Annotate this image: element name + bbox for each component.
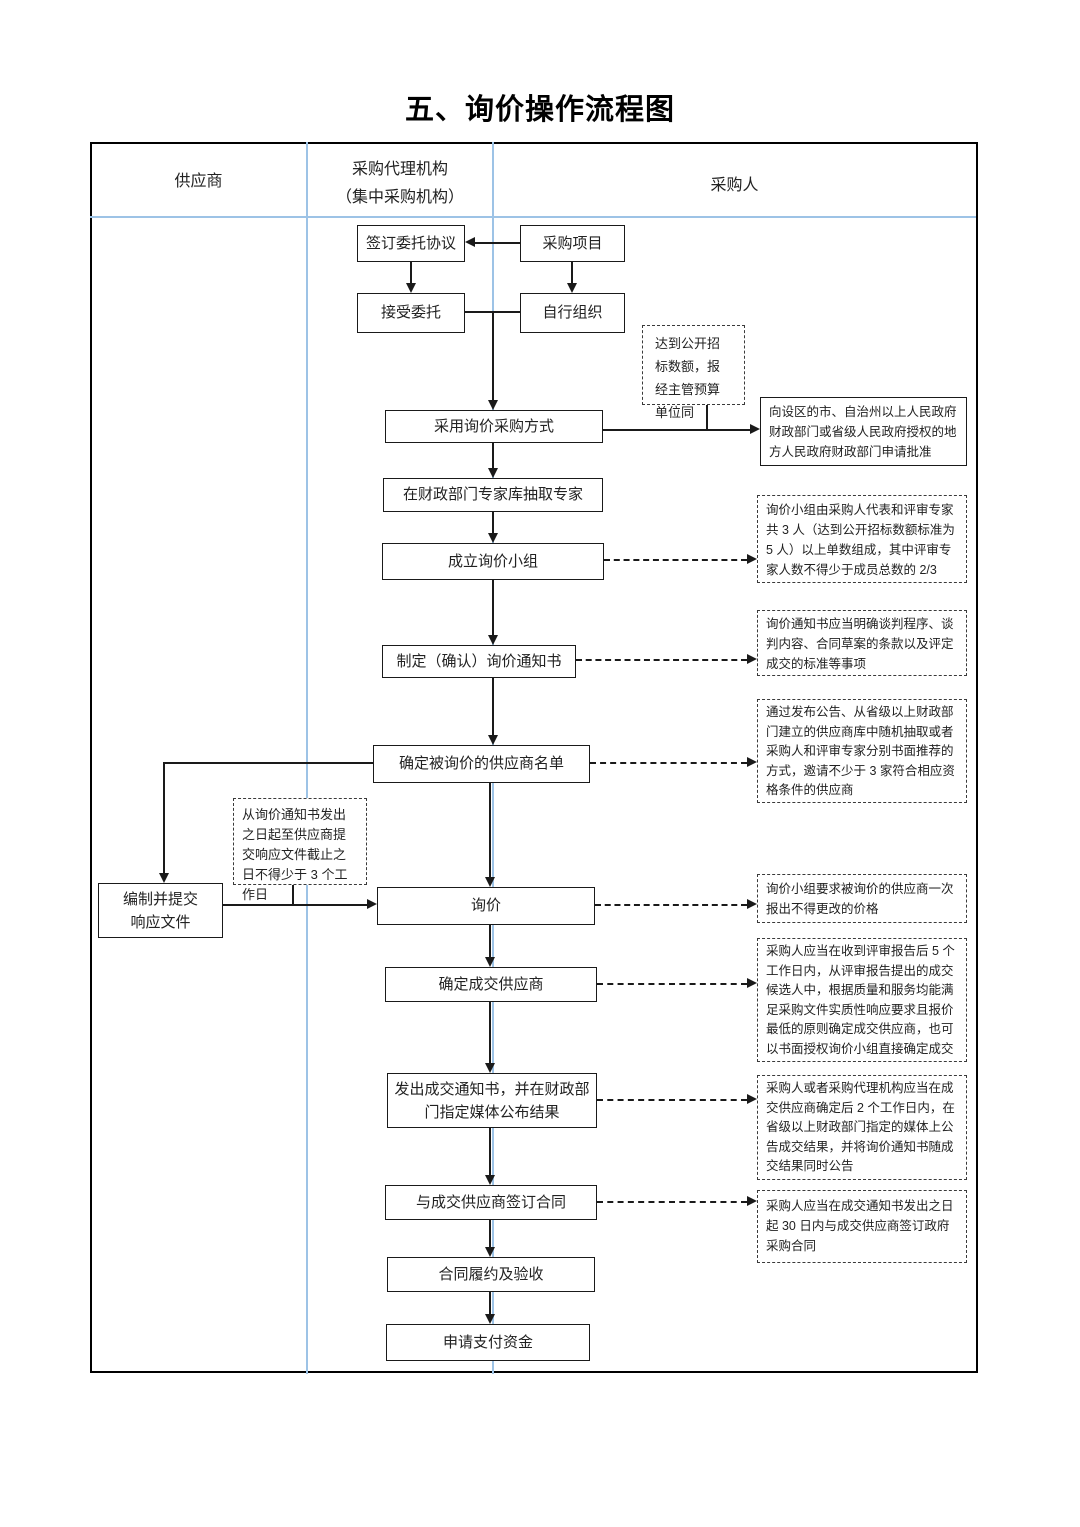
dashed-arrow-announce-rule-head bbox=[747, 1094, 757, 1104]
arrow-contract-to-acceptance-line bbox=[489, 1220, 491, 1247]
dashed-arrow-invite-rule-line bbox=[590, 762, 747, 764]
note-result-announcement: 采购人或者采购代理机构应当在成交供应商确定后 2 个工作日内，在省级以上财政部门… bbox=[757, 1075, 967, 1180]
step-determine-supplier-list: 确定被询价的供应商名单 bbox=[373, 745, 590, 783]
step-determine-winner: 确定成交供应商 bbox=[385, 967, 597, 1002]
arrow-inquiry-to-winner-line bbox=[489, 925, 491, 957]
step-prepare-response-line1: 编制并提交 bbox=[122, 890, 198, 908]
arrow-acceptance-to-payment-head bbox=[485, 1314, 495, 1324]
note-approval-authority: 向设区的市、自治州以上人民政府财政部门或省级人民政府授权的地方人民政府财政部门申… bbox=[760, 397, 967, 466]
arrow-project-to-self-head bbox=[567, 283, 577, 293]
arrow-experts-to-group-head bbox=[488, 533, 498, 543]
dashed-arrow-invite-rule-head bbox=[747, 757, 757, 767]
arrow-list-to-inquiry-line bbox=[489, 783, 491, 877]
step-adopt-inquiry-method: 采用询价采购方式 bbox=[385, 410, 603, 443]
arrow-announce-to-contract-line bbox=[489, 1128, 491, 1175]
step-sign-contract: 与成交供应商签订合同 bbox=[385, 1185, 597, 1220]
arrow-sign-to-accept-line bbox=[410, 262, 412, 283]
connector-threshold-note bbox=[706, 405, 708, 429]
arrow-contract-to-acceptance-head bbox=[485, 1247, 495, 1257]
dashed-arrow-notice-rule-line bbox=[576, 659, 747, 661]
step-issue-award-notice: 发出成交通知书，并在财政部门指定媒体公布结果 bbox=[387, 1073, 597, 1128]
arrow-notice-to-list-head bbox=[488, 735, 498, 745]
dashed-arrow-winner-rule-head bbox=[747, 978, 757, 988]
arrow-winner-to-announce-head bbox=[485, 1063, 495, 1073]
step-accept-entrustment: 接受委托 bbox=[357, 293, 465, 333]
arrow-adopt-to-experts-line bbox=[492, 443, 494, 468]
note-response-deadline: 从询价通知书发出之日起至供应商提交响应文件截止之日不得少于 3 个工作日 bbox=[233, 798, 367, 902]
page-title: 五、询价操作流程图 bbox=[404, 94, 675, 126]
note-contract-signing: 采购人应当在成交通知书发出之日起 30 日内与成交供应商签订政府采购合同 bbox=[757, 1190, 967, 1263]
step-prepare-response-line2: 响应文件 bbox=[130, 913, 191, 931]
step-make-inquiry-notice: 制定（确认）询价通知书 bbox=[382, 645, 576, 678]
arrow-to-response-head bbox=[159, 873, 169, 883]
step-self-organize: 自行组织 bbox=[520, 293, 625, 333]
dashed-arrow-announce-rule-line bbox=[597, 1099, 747, 1101]
note-notice-content: 询价通知书应当明确谈判程序、谈判内容、合同草案的条款以及评定成交的标准等事项 bbox=[757, 610, 967, 676]
arrow-to-response-line bbox=[163, 762, 165, 873]
step-sign-agreement: 签订委托协议 bbox=[357, 225, 465, 262]
arrow-adopt-to-experts-head bbox=[488, 468, 498, 478]
note-group-composition: 询价小组由采购人代表和评审专家共 3 人（达到公开招标数额标准为 5 人）以上单… bbox=[757, 495, 967, 583]
dashed-arrow-quote-rule-head bbox=[747, 899, 757, 909]
step-apply-payment: 申请支付资金 bbox=[386, 1324, 590, 1361]
lane-header-agency: 采购代理机构 （集中采购机构） bbox=[307, 156, 493, 212]
lane-divider-left bbox=[306, 142, 308, 1374]
arrow-sign-to-accept-head bbox=[406, 283, 416, 293]
arrow-group-to-notice-head bbox=[488, 635, 498, 645]
lane-header-agency-line2: （集中采购机构） bbox=[335, 189, 464, 206]
swimlane-frame bbox=[90, 142, 978, 1373]
step-prepare-response: 编制并提交 响应文件 bbox=[98, 883, 223, 938]
arrow-adopt-to-approval-line bbox=[603, 429, 751, 431]
note-supplier-invitation: 通过发布公告、从省级以上财政部门建立的供应商库中随机抽取或者采购人和评审专家分别… bbox=[757, 699, 967, 803]
dashed-arrow-group-rule-head bbox=[747, 554, 757, 564]
lane-header-supplier: 供应商 bbox=[174, 173, 223, 190]
arrow-experts-to-group-line bbox=[492, 512, 494, 533]
step-extract-experts: 在财政部门专家库抽取专家 bbox=[383, 478, 603, 512]
header-divider bbox=[90, 216, 976, 218]
arrow-to-adopt-head bbox=[488, 400, 498, 410]
dashed-arrow-notice-rule-head bbox=[747, 654, 757, 664]
dashed-arrow-winner-rule-line bbox=[597, 983, 747, 985]
dashed-arrow-group-rule-line bbox=[604, 559, 747, 561]
arrow-project-to-sign-head bbox=[465, 237, 475, 247]
arrow-project-to-sign-line bbox=[475, 242, 520, 244]
note-single-quote: 询价小组要求被询价的供应商一次报出不得更改的价格 bbox=[757, 874, 967, 923]
arrow-response-to-inquiry-head bbox=[367, 899, 377, 909]
note-open-tender-threshold: 达到公开招标数额，报经主管预算单位同 bbox=[642, 325, 745, 420]
lane-header-agency-line1: 采购代理机构 bbox=[351, 161, 448, 178]
lane-header-purchaser: 采购人 bbox=[710, 177, 759, 194]
step-contract-acceptance: 合同履约及验收 bbox=[387, 1257, 595, 1292]
step-procurement-project: 采购项目 bbox=[520, 225, 625, 262]
arrow-acceptance-to-payment-line bbox=[489, 1292, 491, 1314]
arrow-inquiry-to-winner-head bbox=[485, 957, 495, 967]
connector-list-to-left bbox=[163, 762, 373, 764]
arrow-project-to-self-line bbox=[571, 262, 573, 283]
dashed-arrow-contract-rule-head bbox=[747, 1196, 757, 1206]
arrow-announce-to-contract-head bbox=[485, 1175, 495, 1185]
arrow-to-adopt-line bbox=[492, 311, 494, 400]
arrow-winner-to-announce-line bbox=[489, 1002, 491, 1063]
arrow-adopt-to-approval-head bbox=[750, 424, 760, 434]
arrow-group-to-notice-line bbox=[492, 580, 494, 635]
arrow-notice-to-list-line bbox=[492, 678, 494, 735]
step-form-inquiry-group: 成立询价小组 bbox=[382, 543, 604, 580]
dashed-arrow-quote-rule-line bbox=[595, 904, 747, 906]
arrow-list-to-inquiry-head bbox=[485, 877, 495, 887]
dashed-arrow-contract-rule-line bbox=[597, 1201, 747, 1203]
arrow-response-to-inquiry-line bbox=[223, 904, 368, 906]
connector-deadline-note bbox=[292, 885, 294, 904]
step-inquiry: 询价 bbox=[377, 887, 595, 925]
note-winner-determination: 采购人应当在收到评审报告后 5 个工作日内，从评审报告提出的成交候选人中，根据质… bbox=[757, 938, 967, 1062]
